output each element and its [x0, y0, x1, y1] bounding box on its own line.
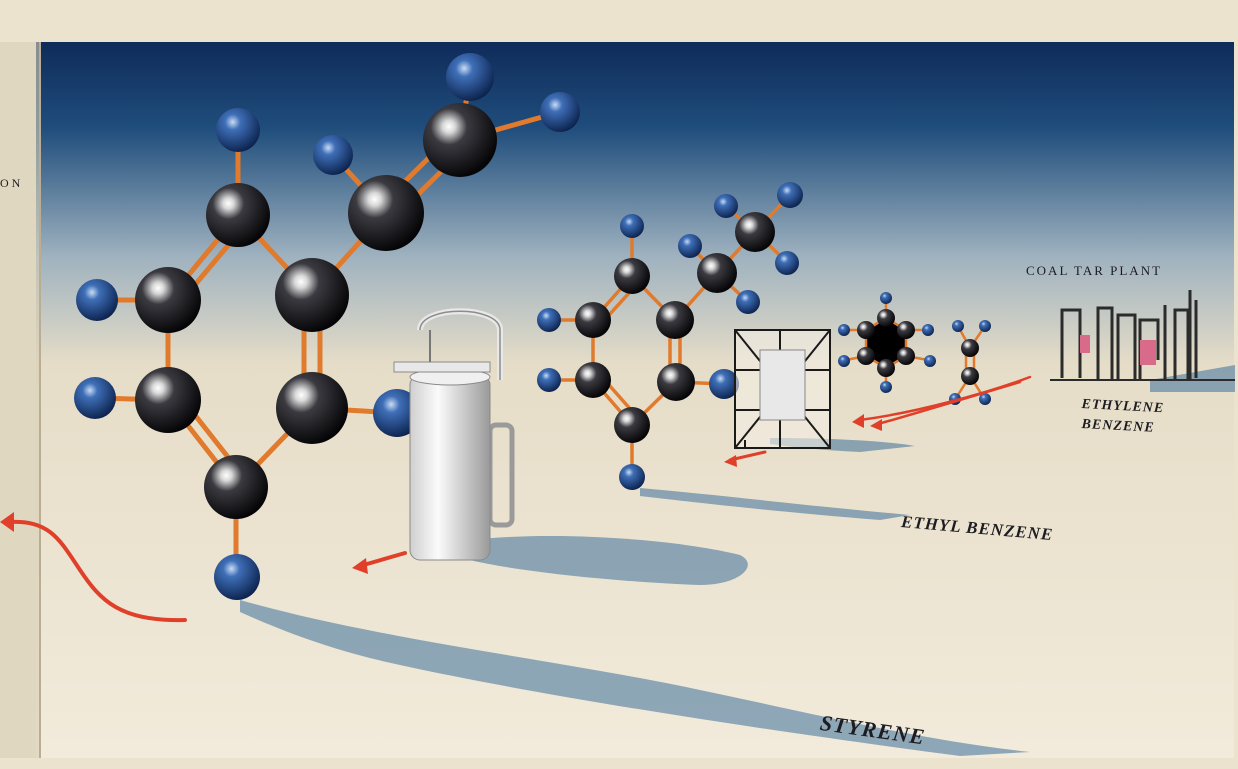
coal-tar-plant-label: COAL TAR PLANT — [1026, 263, 1163, 278]
sky-backdrop — [36, 42, 1234, 758]
ethylene-molecule — [949, 320, 991, 405]
arrow-left-curve — [8, 519, 187, 623]
coal-tar-plant — [1050, 290, 1235, 381]
reactor-tank — [393, 308, 515, 561]
styrene-carbons — [135, 103, 497, 519]
styrene-molecule — [74, 53, 580, 600]
left-edge-text-fragment: ON — [0, 176, 24, 190]
frame-apparatus — [734, 329, 831, 449]
shadows — [240, 365, 1235, 756]
ethylbenzene-molecule — [537, 182, 803, 490]
arrow-from-benzene — [876, 380, 1022, 426]
arrow-to-styrene — [358, 551, 407, 568]
benzene-molecule — [838, 292, 936, 393]
styrene-hydrogens — [74, 53, 580, 600]
page-gutter — [0, 42, 40, 758]
